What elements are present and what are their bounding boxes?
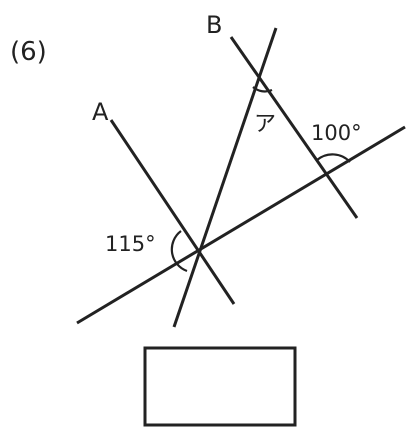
- line-a: [109, 119, 236, 305]
- answer-box[interactable]: [143, 346, 297, 427]
- angle-arc-115: [170, 230, 188, 273]
- problem-number: (6): [10, 37, 47, 67]
- angle-arc-100: [316, 153, 351, 163]
- angle-115-label: 115°: [105, 232, 156, 256]
- line-b: [229, 36, 359, 219]
- unknown-angle-label: ア: [254, 112, 276, 137]
- label-a: A: [92, 98, 109, 126]
- label-b: B: [206, 11, 222, 39]
- transversal-line: [76, 125, 406, 325]
- angle-100-label: 100°: [311, 121, 362, 145]
- angle-arc-a: [252, 86, 273, 93]
- steep-line: [172, 27, 278, 328]
